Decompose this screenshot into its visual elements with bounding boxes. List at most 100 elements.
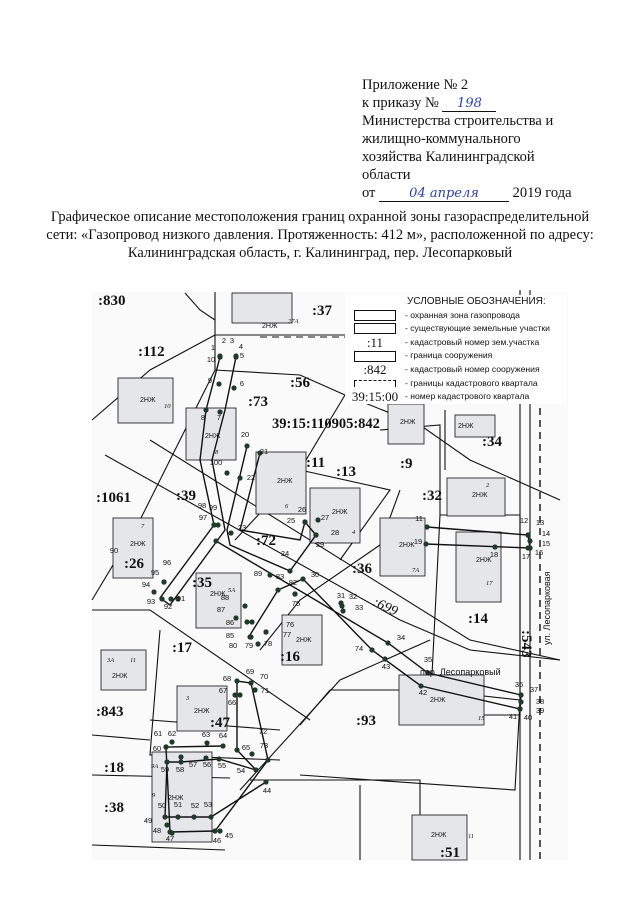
parcel-number: :73 — [248, 394, 268, 410]
boundary-point-marker — [217, 828, 223, 834]
boundary-point-marker — [216, 381, 222, 387]
house-number: 11 — [468, 833, 474, 840]
boundary-point-marker — [178, 754, 184, 760]
house-number: 7 — [141, 523, 145, 530]
boundary-point-marker — [191, 814, 197, 820]
boundary-point-marker — [233, 354, 239, 360]
boundary-point-marker — [517, 706, 523, 712]
street-label-lane: пер. Лесопарковый — [420, 667, 501, 677]
parcel-number: :72 — [256, 533, 276, 549]
building-type-label: 2НЖ — [296, 637, 312, 644]
legend-item: 39:15:00- номер кадастрового квартала — [345, 390, 567, 404]
land-plot-symbol — [354, 323, 396, 335]
boundary-point-marker — [424, 524, 430, 530]
structure-boundary-symbol — [354, 350, 396, 362]
boundary-point-label: 14 — [542, 529, 550, 538]
parcel-boundary — [91, 844, 226, 851]
boundary-point-label: 55 — [218, 761, 226, 770]
house-number: 9 — [152, 792, 156, 799]
legend-label: - граница сооружения — [405, 350, 493, 361]
boundary-point-marker — [253, 767, 259, 773]
boundary-point-marker — [217, 354, 223, 360]
building-type-label: 2НЖ — [262, 323, 278, 330]
boundary-point-marker — [300, 576, 306, 582]
boundary-point-label: 6 — [240, 379, 244, 388]
boundary-point-label: 80 — [229, 641, 237, 650]
house-number: 27А — [288, 318, 299, 325]
building — [281, 614, 323, 666]
boundary-point-marker — [385, 640, 391, 646]
quarter-boundary-symbol — [354, 379, 396, 387]
boundary-point-marker — [248, 680, 254, 686]
document-title: Графическое описание местоположения гран… — [46, 209, 594, 261]
boundary-point-label: 15 — [542, 539, 550, 548]
boundary-point-label: 88 — [221, 593, 229, 602]
boundary-point-marker — [232, 692, 238, 698]
legend-symbol: 39:15:00 — [351, 389, 399, 405]
boundary-point-marker — [234, 747, 240, 753]
boundary-point-label: 13 — [536, 518, 544, 527]
parcel-number: :56 — [290, 375, 310, 391]
boundary-point-marker — [265, 757, 271, 763]
parcel-number: :34 — [482, 434, 502, 450]
boundary-point-label: 74 — [355, 644, 363, 653]
boundary-point-marker — [425, 670, 431, 676]
boundary-point-label: 39 — [536, 706, 544, 715]
boundary-point-label: 93 — [147, 597, 155, 606]
parcel-number: :26 — [124, 556, 144, 572]
boundary-point-label: 18 — [490, 550, 498, 559]
boundary-point-marker — [213, 538, 219, 544]
building-type-label: 2НЖ — [205, 433, 221, 440]
building — [411, 814, 468, 861]
building-type-label: 2НЖ — [430, 697, 446, 704]
building — [446, 477, 506, 517]
boundary-point-label: 62 — [168, 729, 176, 738]
building — [231, 292, 293, 324]
boundary-point-marker — [151, 589, 157, 595]
boundary-point-marker — [525, 532, 531, 538]
boundary-point-marker — [423, 541, 429, 547]
boundary-point-marker — [242, 603, 248, 609]
building-type-label: 2НЖ — [431, 832, 447, 839]
boundary-point-label: 16 — [535, 548, 543, 557]
boundary-point-label: 94 — [142, 580, 150, 589]
appendix-line: Приложение № 2 — [362, 77, 469, 93]
boundary-point-marker — [163, 744, 169, 750]
parcel-number: :1061 — [96, 490, 131, 506]
boundary-point-marker — [203, 755, 209, 761]
boundary-point-marker — [203, 407, 209, 413]
appendix-line: Министерства строительства и — [362, 113, 554, 129]
boundary-point-label: 92 — [164, 602, 172, 611]
boundary-point-label: 96 — [163, 558, 171, 567]
boundary-point-label: 77 — [283, 630, 291, 639]
boundary-point-marker — [216, 756, 222, 762]
boundary-point-marker — [169, 739, 175, 745]
boundary-point-marker — [248, 634, 254, 640]
boundary-point-marker — [211, 522, 217, 528]
boundary-point-marker — [204, 740, 210, 746]
boundary-point-label: 20 — [241, 430, 249, 439]
building — [387, 403, 425, 445]
building-type-label: 2НЖ — [130, 541, 146, 548]
boundary-point-marker — [302, 519, 308, 525]
boundary-point-label: 71 — [261, 686, 269, 695]
legend-item: :11- кадастровый номер зем.участка — [345, 336, 567, 350]
boundary-point-label: 7 — [217, 413, 221, 422]
parcel-number: :35 — [192, 575, 212, 591]
boundary-point-label: 98 — [198, 501, 206, 510]
house-number: 4 — [352, 529, 356, 536]
boundary-point-marker — [255, 641, 261, 647]
boundary-point-label: 30 — [311, 570, 319, 579]
parcel-number: :13 — [336, 464, 356, 480]
boundary-point-marker — [527, 538, 533, 544]
parcel-number: :37 — [312, 303, 332, 319]
boundary-point-label: 5 — [240, 351, 244, 360]
boundary-point-label: 66 — [228, 698, 236, 707]
boundary-point-marker — [167, 829, 173, 835]
boundary-point-marker — [418, 683, 424, 689]
parcel-boundary — [149, 629, 281, 761]
boundary-point-label: 86 — [226, 618, 234, 627]
boundary-point-label: 82 — [289, 578, 297, 587]
boundary-point-label: 47 — [166, 834, 174, 843]
cadastral-quarter-number: 39:15:110905:842 — [272, 416, 380, 432]
